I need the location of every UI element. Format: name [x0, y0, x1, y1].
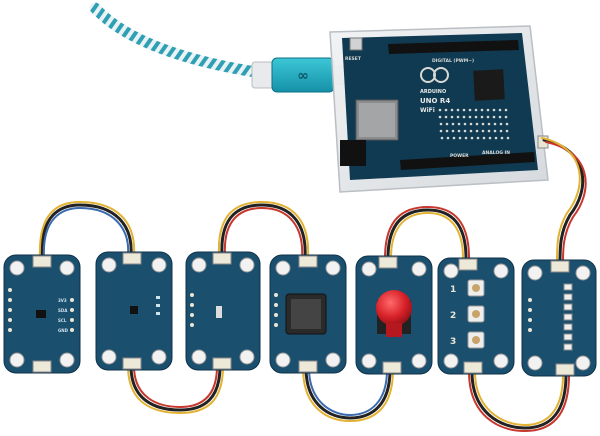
pin-label-3v3: 3V3 [58, 298, 67, 303]
led-matrix [438, 108, 510, 140]
reset-label: RESET [345, 56, 362, 62]
red-button [376, 290, 412, 326]
usb-logo: ∞ [297, 68, 309, 84]
usb-cable: ∞ [89, 2, 353, 93]
modulino-module-3 [185, 251, 261, 371]
modulino-module-2 [95, 251, 173, 371]
analog-header-label: ANALOG IN [482, 150, 510, 156]
modulino-module-4 [269, 254, 347, 374]
modulino-module-1: 3V3 SDA SCL GND [3, 254, 81, 374]
qwiic-cables [38, 137, 587, 433]
modulino-module-7 [521, 259, 597, 377]
button-number-3: 3 [450, 337, 456, 347]
pin-label-sda: SDA [58, 308, 68, 313]
modulino-module-6: 1 2 3 [437, 257, 515, 375]
pin-label-scl: SCL [58, 318, 67, 323]
button-number-2: 2 [450, 311, 456, 321]
digital-header-label: DIGITAL (PWM~) [432, 58, 474, 64]
pin-label-gnd: GND [58, 328, 69, 333]
board-model-label: UNO R4 [420, 97, 450, 105]
modulino-module-5 [355, 255, 433, 375]
board-logo-text: ARDUINO [420, 89, 446, 95]
arduino-uno-r4-wifi-board: ARDUINO UNO R4 WiFi DIGITAL (PWM~) RESET… [329, 25, 549, 193]
board-variant-label: WiFi [420, 107, 435, 114]
power-header-label: POWER [450, 153, 469, 159]
button-number-1: 1 [450, 285, 456, 295]
